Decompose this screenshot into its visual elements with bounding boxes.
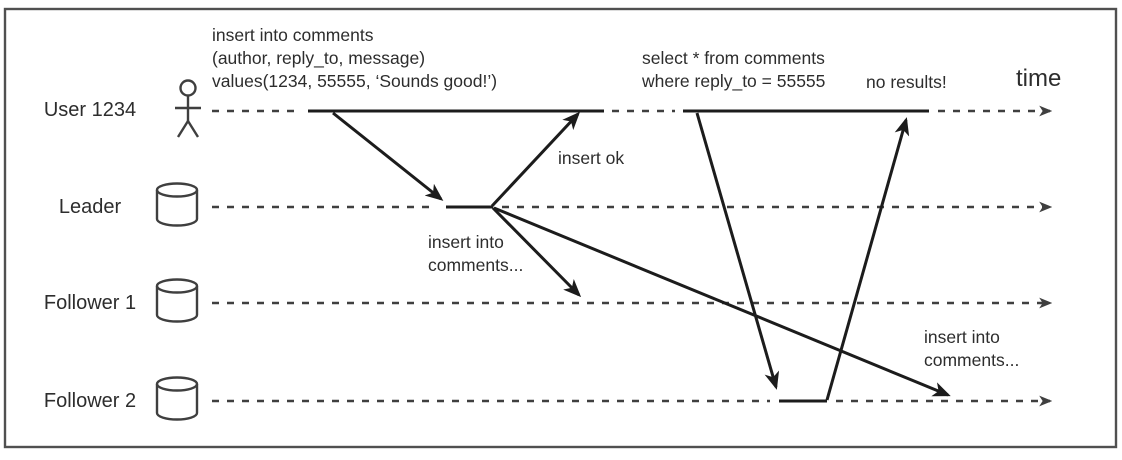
replication-arrow-follower2 — [493, 206, 951, 397]
figure-border — [3, 7, 1118, 449]
row-label-leader: Leader — [58, 196, 122, 218]
time-label: time — [1016, 65, 1062, 92]
insert-ok-arrow — [490, 111, 581, 208]
replication-label-follower2: insert into comments... — [924, 327, 1020, 370]
row-label-user: User 1234 — [43, 99, 137, 121]
select-query-annotation: select * from comments where reply_to = … — [642, 48, 826, 91]
response-arrow — [825, 117, 910, 401]
row-label-follower1: Follower 1 — [43, 292, 137, 314]
write-arrow — [332, 111, 444, 201]
replication-label-follower1: insert into comments... — [428, 232, 524, 275]
database-icon — [155, 182, 199, 227]
database-icon — [155, 376, 199, 421]
no-results-label: no results! — [866, 72, 947, 92]
row-label-follower2: Follower 2 — [43, 390, 137, 412]
person-icon — [175, 79, 201, 138]
database-icon — [155, 278, 199, 323]
insert-query-annotation: insert into comments (author, reply_to, … — [212, 25, 498, 91]
insert-ok-label: insert ok — [558, 148, 625, 168]
select-arrow — [695, 112, 780, 390]
replication-arrow-follower1 — [491, 206, 582, 298]
